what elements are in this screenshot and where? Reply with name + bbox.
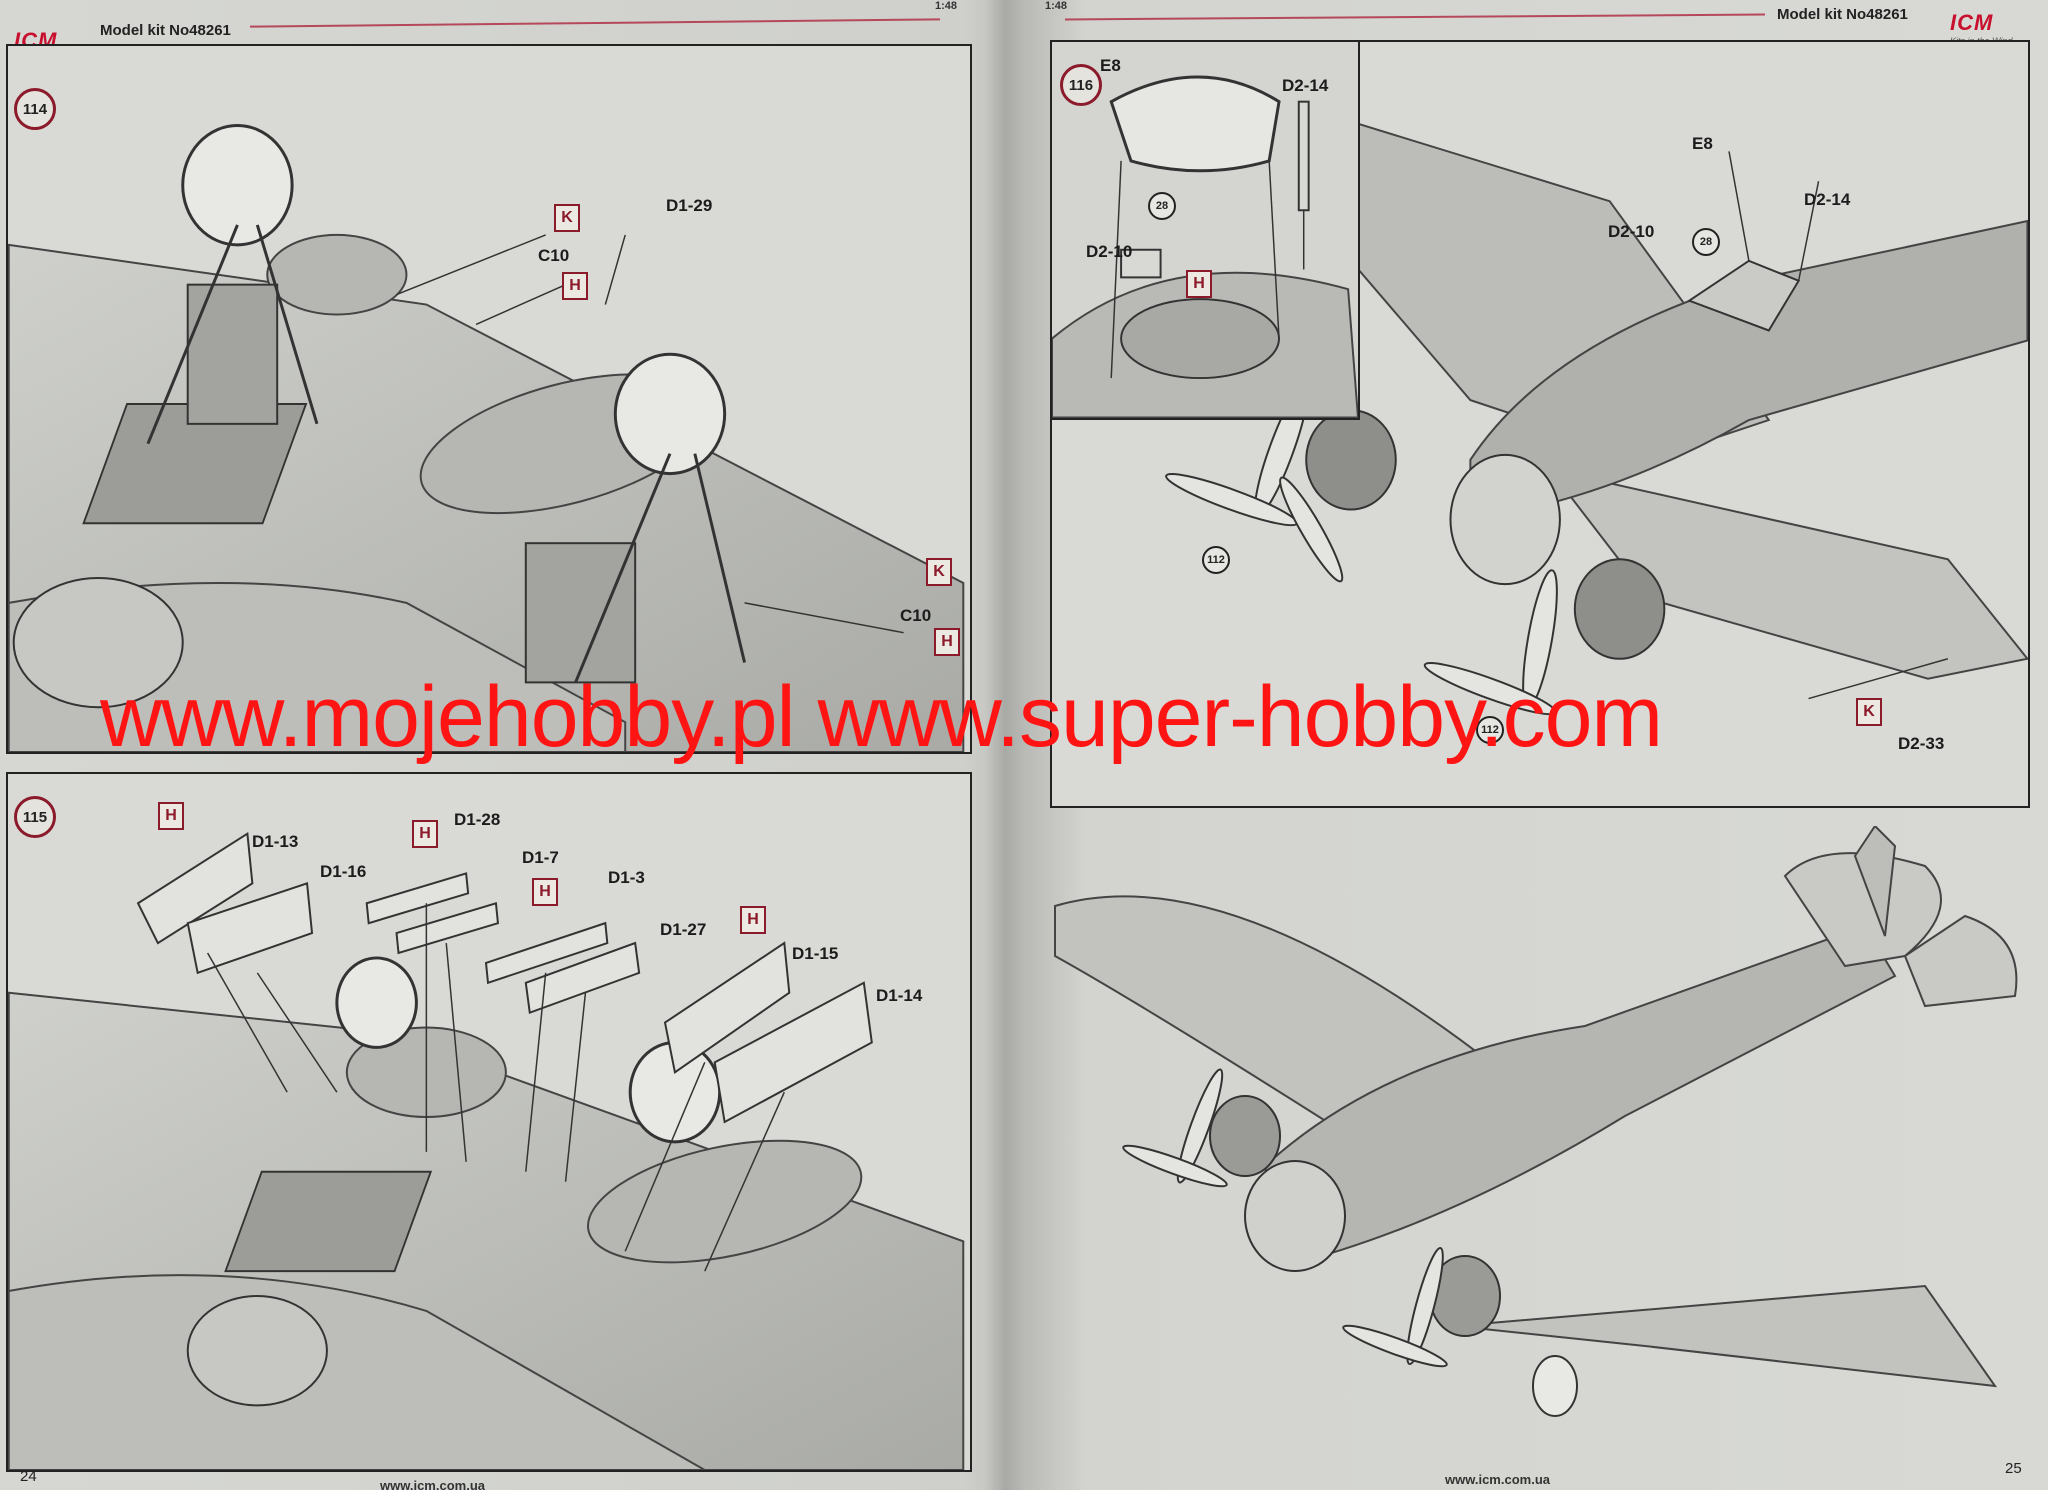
main-ref-112-upper: 112 [1202,546,1230,574]
finished-nose [1244,1160,1346,1272]
step-114-panel: 114 D1-29 C10 C10 K H K H [6,44,972,754]
inset-marker-h: H [1186,270,1212,298]
main-ref-112-lower: 112 [1476,716,1504,744]
step-114-badge: 114 [14,88,56,130]
step-114-drawing [8,124,965,752]
door-d1-14 [713,981,873,1124]
door-d1-3 [484,921,609,985]
finished-model-view [1025,824,2035,1466]
marker-h-d1-28: H [412,820,438,848]
main-label-d2-14: D2-14 [1804,190,1851,209]
wheel-right [613,352,727,476]
part-label-c10-lower: C10 [900,606,932,625]
gun-ring [1120,298,1281,380]
bay-doors-area [224,1170,433,1273]
part-label-c10-upper: C10 [538,246,570,265]
wheel-left [181,124,294,247]
wheel-well-right [524,542,637,684]
inset-ref-28: 28 [1148,192,1176,220]
footer-url-left: www.icm.com.ua [380,1478,485,1490]
step-116-panel: E8 D2-14 D2-10 28 H 116 E8 D2-14 D2-10 D… [1050,40,2030,808]
wheel-well-left [186,283,279,425]
finished-tail-left [1783,852,1942,968]
door-d1-27 [524,941,641,1014]
part-label-d1-16: D1-16 [320,862,367,881]
fuselage-115 [8,1274,707,1470]
kit-number-left: Model kit No48261 [100,22,231,39]
nose-glazing [1449,453,1561,586]
header-rule-left [250,18,940,28]
door-d1-28 [365,872,470,925]
scale-label-left: 1:48 [935,0,958,12]
engine-left [266,233,408,316]
part-label-d1-7: D1-7 [522,848,559,867]
cockpit-glazing-115 [186,1295,328,1407]
part-label-d1-3: D1-3 [608,868,645,887]
step-115-badge: 115 [14,796,56,838]
main-label-d2-33: D2-33 [1898,734,1945,753]
engine-nacelle-right [1573,558,1666,660]
right-page: 1:48 Model kit No48261 ICM Kits in the W… [1005,0,2048,1490]
marker-h-d1-27: H [740,906,766,934]
inset-drawing [1052,75,1358,418]
inset-label-d2-10: D2-10 [1086,242,1133,261]
part-label-d1-14: D1-14 [876,986,923,1005]
left-page: ICM Kits in the Wind Model kit No48261 1… [0,0,1005,1490]
finished-propeller-right [1342,1246,1448,1368]
inset-label-e8: E8 [1100,56,1121,75]
marker-h-d1-3: H [532,878,558,906]
finished-aircraft-drawing [1054,824,2018,1417]
antenna-mast-d2-14 [1297,100,1310,212]
marker-h-lower: H [934,628,960,656]
step-116-drawing [1165,120,2028,716]
marker-h-d1-13: H [158,802,184,830]
step-116-badge: 116 [1060,64,1102,106]
finished-wing-right [1454,1284,1998,1388]
page-number-right: 25 [2005,1460,2022,1477]
part-label-d1-29: D1-29 [666,196,713,215]
cockpit-glazing [12,576,184,709]
engine-nacelle-left [1305,409,1397,511]
door-d1-15 [663,941,791,1074]
step-115-panel: 115 D1-13 D1-16 D1-28 D1-7 D1-3 D1-27 D1… [6,772,972,1472]
engine-right-115 [587,1139,863,1264]
kit-number-right: Model kit No48261 [1777,6,1908,23]
finished-fin [1853,824,1897,937]
footer-url-right: www.icm.com.ua [1445,1472,1550,1487]
main-label-d2-10: D2-10 [1608,222,1655,241]
finished-tail-right [1903,914,2018,1008]
main-marker-k: K [1856,698,1882,726]
finished-engine-left [1209,1095,1281,1177]
scale-label-right: 1:48 [1045,0,1068,12]
door-d1-7 [395,901,500,955]
canopy-e8 [1109,75,1281,173]
main-label-e8: E8 [1692,134,1713,153]
propeller-right [1423,569,1558,716]
finished-wheel [1532,1355,1578,1417]
finished-propeller-left [1122,1068,1228,1188]
page-number-left: 24 [20,1468,37,1485]
finished-fuselage [1263,924,1897,1268]
step-115-drawing [8,831,965,1470]
wheel-left-115 [335,956,418,1049]
part-label-d1-13: D1-13 [252,832,299,851]
part-d2-10 [1120,248,1162,279]
part-label-d1-28: D1-28 [454,810,501,829]
door-d1-16 [186,882,314,975]
part-label-d1-15: D1-15 [792,944,839,963]
header-rule-right [1065,13,1765,21]
main-ref-28: 28 [1692,228,1720,256]
marker-h-upper: H [562,272,588,300]
inset-label-d2-14: D2-14 [1282,76,1329,95]
step-116-inset: E8 D2-14 D2-10 28 H [1052,42,1360,420]
marker-k-lower: K [926,558,952,586]
part-label-d1-27: D1-27 [660,920,707,939]
marker-k-upper: K [554,204,580,232]
door-d1-13 [136,831,254,945]
brand-name-right: ICM [1950,10,1994,35]
